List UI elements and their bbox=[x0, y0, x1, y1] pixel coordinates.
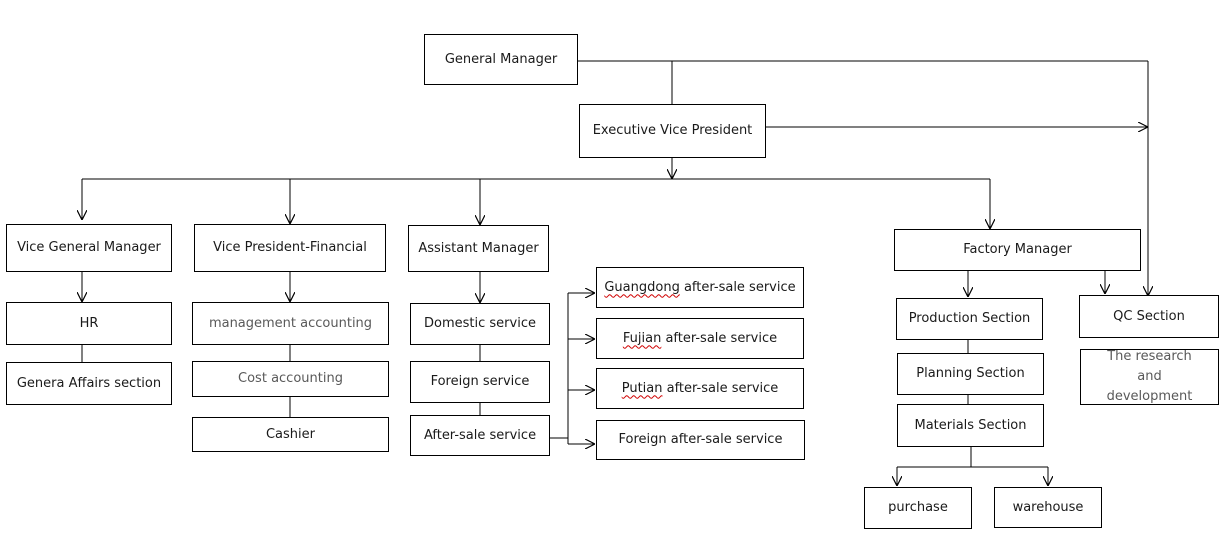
assistant-manager-box: Assistant Manager bbox=[408, 225, 549, 272]
purchase-box: purchase bbox=[864, 487, 972, 529]
general-manager-box: General Manager bbox=[424, 34, 578, 85]
fujian-label: Fujian bbox=[622, 330, 662, 346]
domestic-service-box: Domestic service bbox=[410, 303, 550, 345]
research-development-box: The research and development bbox=[1080, 349, 1219, 405]
warehouse-box: warehouse bbox=[994, 487, 1102, 528]
executive-vice-president-box: Executive Vice President bbox=[579, 104, 766, 158]
foreign-service-box: Foreign service bbox=[410, 361, 550, 403]
management-accounting-box: management accounting bbox=[192, 302, 389, 345]
guangdong-after-sale-box: Guangdong after-sale service bbox=[596, 267, 804, 308]
hr-box: HR bbox=[6, 302, 172, 345]
putian-suffix: after-sale service bbox=[662, 380, 779, 396]
general-affairs-box: Genera Affairs section bbox=[6, 362, 172, 405]
fujian-suffix: after-sale service bbox=[661, 330, 778, 346]
putian-label: Putian bbox=[621, 380, 663, 396]
factory-manager-box: Factory Manager bbox=[894, 229, 1141, 271]
foreign-after-sale-box: Foreign after-sale service bbox=[596, 420, 805, 460]
after-sale-service-box: After-sale service bbox=[410, 415, 550, 456]
guangdong-suffix: after-sale service bbox=[679, 279, 796, 295]
fujian-after-sale-box: Fujian after-sale service bbox=[596, 318, 804, 359]
planning-section-box: Planning Section bbox=[897, 353, 1044, 395]
production-section-box: Production Section bbox=[896, 298, 1043, 340]
vice-general-manager-box: Vice General Manager bbox=[6, 224, 172, 272]
materials-section-box: Materials Section bbox=[897, 404, 1044, 447]
cost-accounting-box: Cost accounting bbox=[192, 361, 389, 397]
vice-president-financial-box: Vice President-Financial bbox=[194, 224, 386, 272]
cashier-box: Cashier bbox=[192, 417, 389, 452]
guangdong-label: Guangdong bbox=[604, 279, 680, 295]
qc-section-box: QC Section bbox=[1079, 295, 1219, 338]
putian-after-sale-box: Putian after-sale service bbox=[596, 368, 804, 409]
